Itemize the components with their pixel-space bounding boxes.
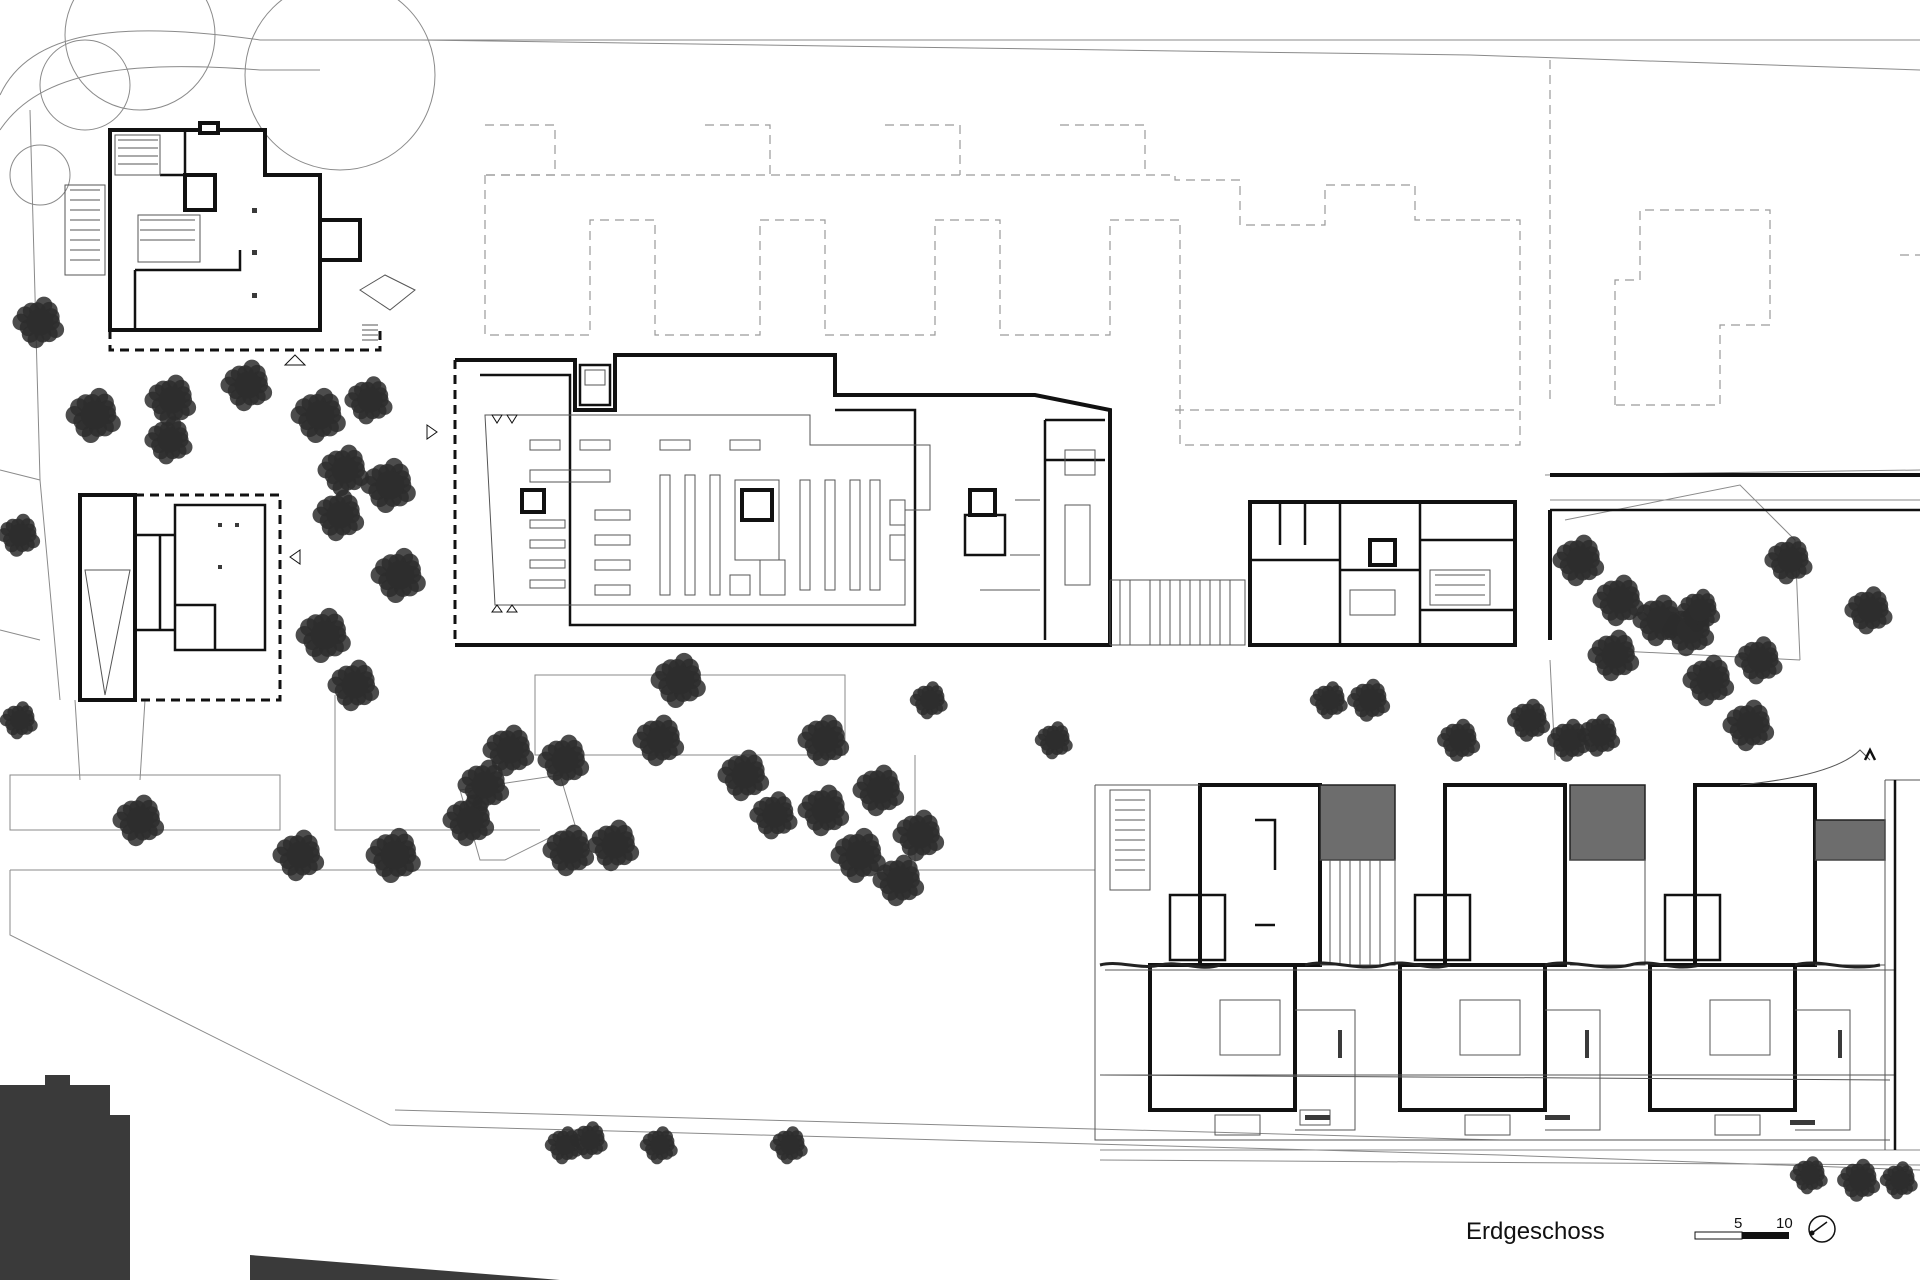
house-unit-3 — [1648, 783, 1886, 1136]
tree-canopy — [639, 1126, 678, 1165]
tree-canopy — [1789, 1156, 1828, 1195]
north-arrow-icon — [1808, 1215, 1836, 1243]
dark-buildings — [0, 1075, 560, 1280]
tree-canopy — [312, 489, 365, 542]
tree-canopy — [542, 824, 595, 877]
tree-canopy — [1844, 586, 1893, 635]
tree-canopy — [569, 1121, 608, 1160]
tree-canopy — [1547, 718, 1591, 762]
tree-canopy — [1682, 654, 1735, 707]
tree-canopy — [0, 513, 41, 557]
tree-canopy — [442, 794, 495, 847]
tree-canopy — [1764, 536, 1813, 585]
tree-canopy — [295, 607, 351, 663]
entrance-markers — [283, 354, 518, 613]
tree-canopy — [830, 827, 886, 883]
trees — [0, 296, 1918, 1202]
walkway — [1109, 579, 1246, 646]
tree-canopy — [365, 827, 421, 883]
tree-canopy — [650, 652, 706, 708]
tree-canopy — [1722, 699, 1775, 752]
tree-canopy — [769, 1126, 808, 1165]
existing-buildings-dashed — [484, 60, 1920, 446]
tree-canopy — [909, 681, 948, 720]
tree-canopy — [1437, 718, 1481, 762]
tree-canopy — [344, 376, 393, 425]
tree-canopy — [370, 547, 426, 603]
tree-canopy — [144, 416, 193, 465]
drawing-title: Erdgeschoss — [1466, 1218, 1605, 1245]
tree-canopy — [587, 819, 640, 872]
context-lines — [0, 0, 1920, 1171]
scale-tick-5: 5 — [1734, 1215, 1742, 1232]
building-a — [64, 121, 416, 352]
tree-canopy — [892, 809, 945, 862]
building-e-wall — [1548, 473, 1920, 640]
tree-canopy — [797, 714, 850, 767]
house-unit-2 — [1398, 783, 1646, 1136]
tree-canopy — [1879, 1161, 1918, 1200]
tree-canopy — [1347, 678, 1391, 722]
tree-canopy — [482, 724, 535, 777]
tree-canopy — [717, 749, 770, 802]
tree-canopy — [632, 714, 685, 767]
tree-canopy — [1587, 629, 1640, 682]
tree-canopy — [12, 296, 65, 349]
building-c-supermarket — [453, 353, 1112, 647]
tree-canopy — [112, 794, 165, 847]
scale-tick-10: 10 — [1776, 1215, 1793, 1232]
tree-canopy — [272, 829, 325, 882]
tree-canopy — [1309, 681, 1348, 720]
tree-canopy — [0, 701, 38, 740]
tree-canopy — [872, 854, 925, 907]
tree-canopy — [1507, 698, 1551, 742]
tree-canopy — [1034, 721, 1073, 760]
tree-canopy — [749, 791, 798, 840]
building-b — [78, 493, 282, 702]
tree-canopy — [1552, 534, 1605, 587]
tree-canopy — [1837, 1158, 1881, 1202]
tree-canopy — [1677, 588, 1721, 632]
house-unit-1 — [1148, 783, 1396, 1136]
row-houses — [1094, 747, 1920, 1150]
tree-canopy — [852, 764, 905, 817]
tree-canopy — [1577, 713, 1621, 757]
tree-canopy — [1734, 636, 1783, 685]
tree-canopy — [220, 359, 273, 412]
tree-canopy — [360, 457, 416, 513]
tree-canopy — [537, 734, 590, 787]
tree-canopy — [144, 374, 197, 427]
tree-canopy — [290, 387, 346, 443]
tree-canopy — [797, 784, 850, 837]
building-d — [1248, 500, 1517, 647]
tree-canopy — [1592, 574, 1645, 627]
scale-bar: 5 10 — [1694, 1215, 1793, 1240]
tree-canopy — [65, 387, 121, 443]
tree-canopy — [327, 659, 380, 712]
